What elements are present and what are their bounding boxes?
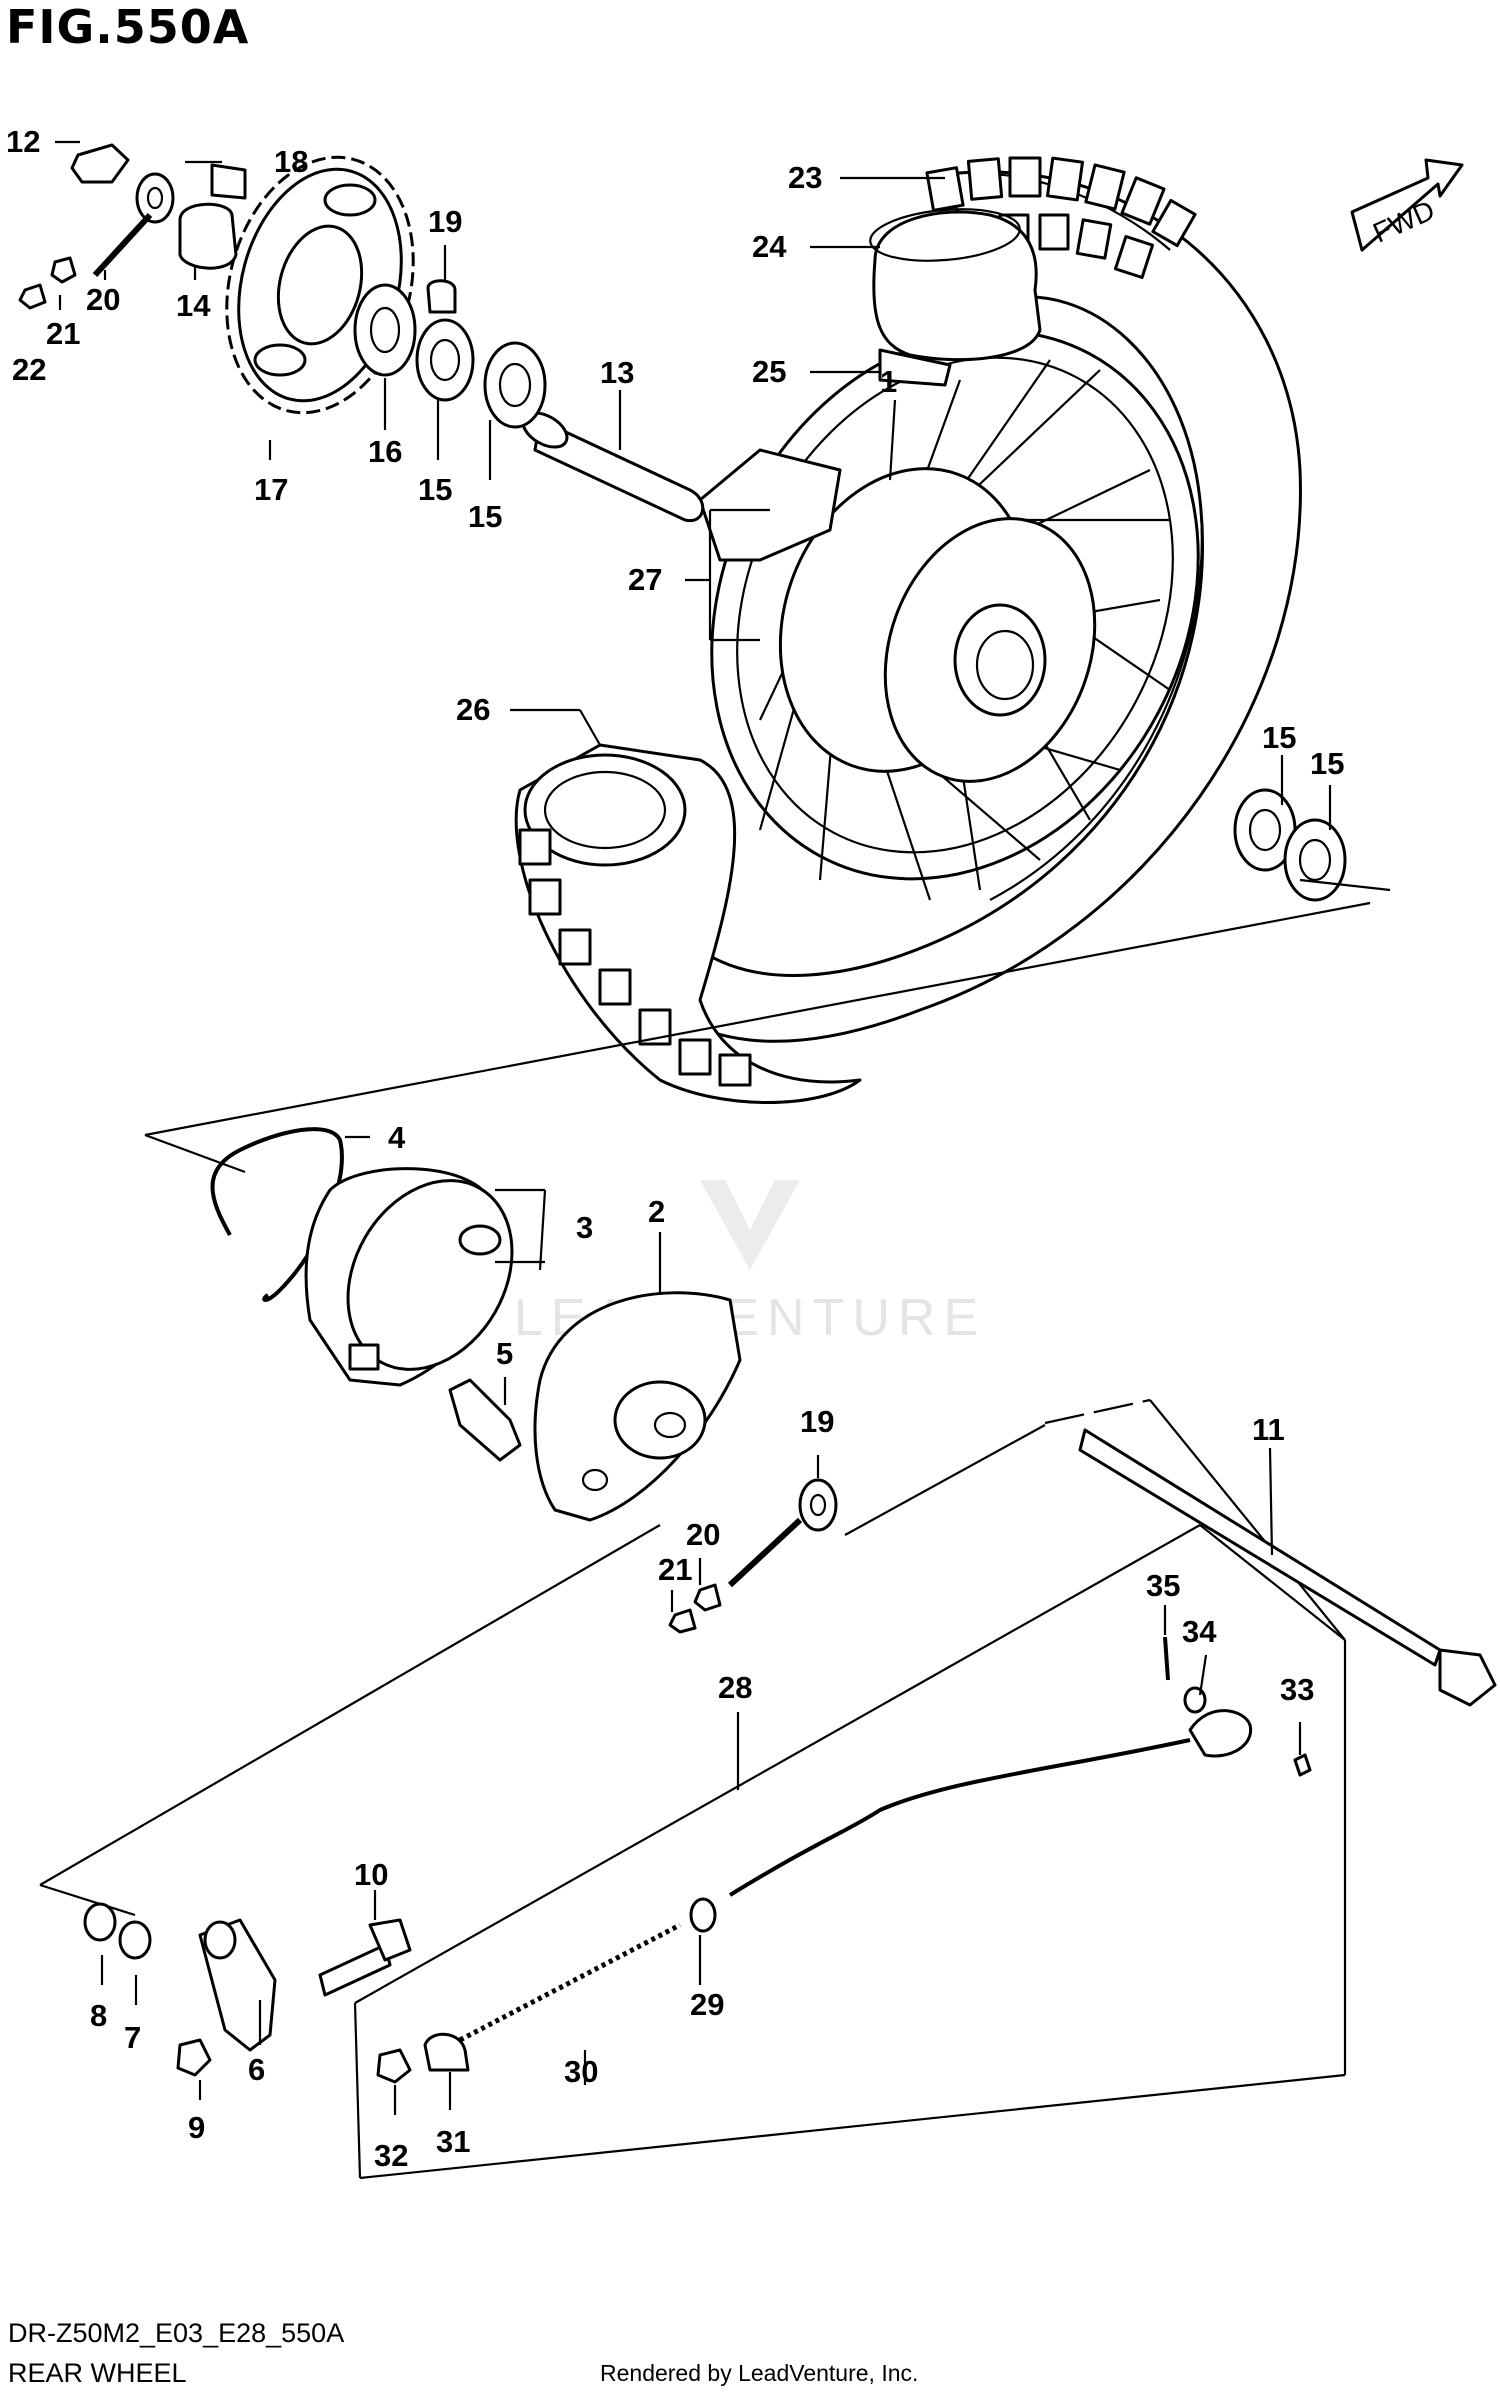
callout-9: 9 <box>188 2110 205 2145</box>
callout-20b: 20 <box>686 1517 720 1552</box>
callout-29: 29 <box>690 1987 724 2022</box>
brake-rod <box>689 1636 1312 1933</box>
tire-26 <box>514 743 862 1104</box>
brake-spring <box>210 1127 344 1302</box>
brake-cam <box>448 1378 522 1462</box>
callout-21b: 21 <box>658 1552 692 1587</box>
sprocket-hub <box>353 283 417 377</box>
watermark-logo-icon <box>700 1180 800 1270</box>
callout-28: 28 <box>718 1670 752 1705</box>
callout-17: 17 <box>254 472 288 507</box>
section-title: REAR WHEEL <box>8 2358 187 2388</box>
callout-15c: 15 <box>1262 720 1296 755</box>
leader-lines-bottom <box>100 1135 1302 2115</box>
callout-24: 24 <box>752 229 787 264</box>
callout-20a: 20 <box>86 282 120 317</box>
wheel-bearings-upper <box>415 318 547 429</box>
axle-spacer-13 <box>521 411 705 523</box>
callout-13: 13 <box>600 355 634 390</box>
callout-11: 11 <box>1252 1412 1285 1447</box>
callout-33: 33 <box>1280 1672 1314 1707</box>
rear-axle <box>1078 1428 1497 1707</box>
brake-arm <box>83 1902 277 2077</box>
callout-35: 35 <box>1146 1568 1180 1603</box>
callout-8: 8 <box>90 1998 107 2033</box>
render-credit: Rendered by LeadVenture, Inc. <box>600 2360 919 2386</box>
callout-16: 16 <box>368 434 402 469</box>
callout-6: 6 <box>248 2052 265 2087</box>
leader-lines-top <box>55 140 1391 892</box>
model-code: DR-Z50M2_E03_E28_550A <box>8 2318 345 2348</box>
callout-23: 23 <box>788 160 822 195</box>
rim-band <box>869 208 1042 387</box>
callout-34: 34 <box>1182 1614 1217 1649</box>
callout-2: 2 <box>648 1194 665 1229</box>
callout-15b: 15 <box>468 499 502 534</box>
callout-4: 4 <box>388 1120 406 1155</box>
brake-arm-joint <box>376 2032 470 2084</box>
callout-1: 1 <box>880 364 897 399</box>
callout-22: 22 <box>12 352 46 387</box>
callout-21a: 21 <box>46 316 80 351</box>
callout-26: 26 <box>456 692 490 727</box>
callout-27: 27 <box>628 562 662 597</box>
bolt-10 <box>318 1918 412 1997</box>
callout-5: 5 <box>496 1336 513 1371</box>
forward-direction-arrow-icon: FWD <box>1350 158 1464 252</box>
callout-18: 18 <box>274 144 308 179</box>
callout-30: 30 <box>564 2054 598 2089</box>
small-hardware-upper <box>18 143 457 314</box>
callout-7: 7 <box>124 2020 141 2055</box>
callout-14: 14 <box>176 288 211 323</box>
brake-rod-spring <box>458 1922 682 2043</box>
rear-hub <box>698 448 1097 783</box>
callout-31: 31 <box>436 2124 470 2159</box>
wheel-bearings-lower <box>1233 788 1347 902</box>
callout-19b: 19 <box>800 1404 834 1439</box>
chain-adjuster-lower <box>668 1478 838 1634</box>
section-frame <box>39 901 1371 2180</box>
brake-panel <box>533 1291 742 1522</box>
callout-10: 10 <box>354 1857 388 1892</box>
figure-title: FIG.550A <box>6 0 250 54</box>
callout-25: 25 <box>752 354 786 389</box>
callout-15a: 15 <box>418 472 452 507</box>
callout-15d: 15 <box>1310 746 1344 781</box>
callout-32: 32 <box>374 2138 408 2173</box>
callout-3: 3 <box>576 1210 593 1245</box>
callout-19a: 19 <box>428 204 462 239</box>
callout-12: 12 <box>6 124 40 159</box>
callout-labels: 1 2 3 4 5 6 7 8 9 10 11 12 13 14 15 15 1… <box>6 124 1344 2173</box>
brake-shoes <box>304 1167 514 1387</box>
